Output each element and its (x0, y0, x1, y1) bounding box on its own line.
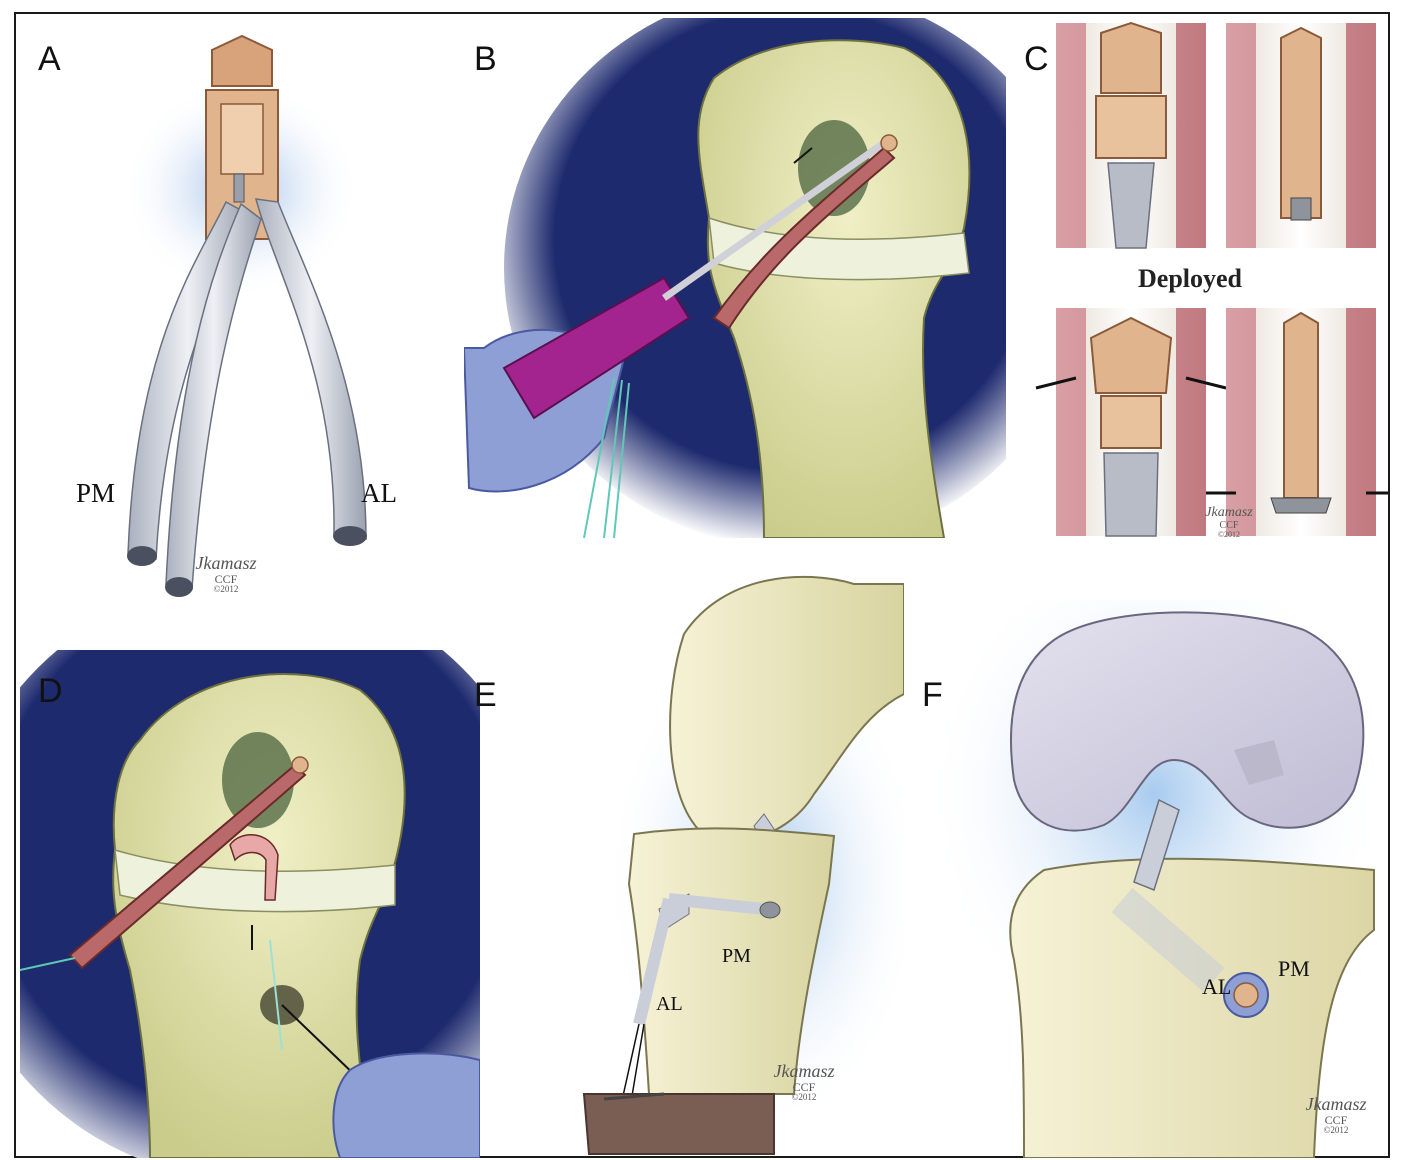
panel-e-illustration (582, 575, 904, 1155)
panel-f-pm-label: PM (1278, 956, 1310, 981)
panel-c-caption: Deployed (1138, 264, 1242, 293)
panel-d-label: D (38, 672, 63, 710)
panel-e-al-label: AL (656, 993, 683, 1015)
panel-d: D (20, 650, 480, 1158)
panel-b: B (464, 18, 1006, 538)
panel-b-illustration (464, 18, 1006, 538)
panel-f-al-label: AL (1202, 974, 1232, 999)
panel-e-label: E (474, 676, 497, 714)
panel-a-pm-label: PM (76, 478, 116, 508)
panel-a-al-label: AL (361, 478, 397, 508)
panel-b-label: B (474, 40, 497, 78)
panel-a-label: A (38, 40, 61, 78)
panel-a-illustration (121, 34, 367, 597)
panel-c-label: C (1024, 40, 1049, 78)
panel-d-illustration (20, 650, 480, 1158)
panel-c-illustration (1035, 21, 1388, 537)
panel-f-illustration (924, 600, 1384, 1158)
panel-e-pm-label: PM (722, 945, 751, 967)
panel-f-label: F (922, 676, 943, 714)
